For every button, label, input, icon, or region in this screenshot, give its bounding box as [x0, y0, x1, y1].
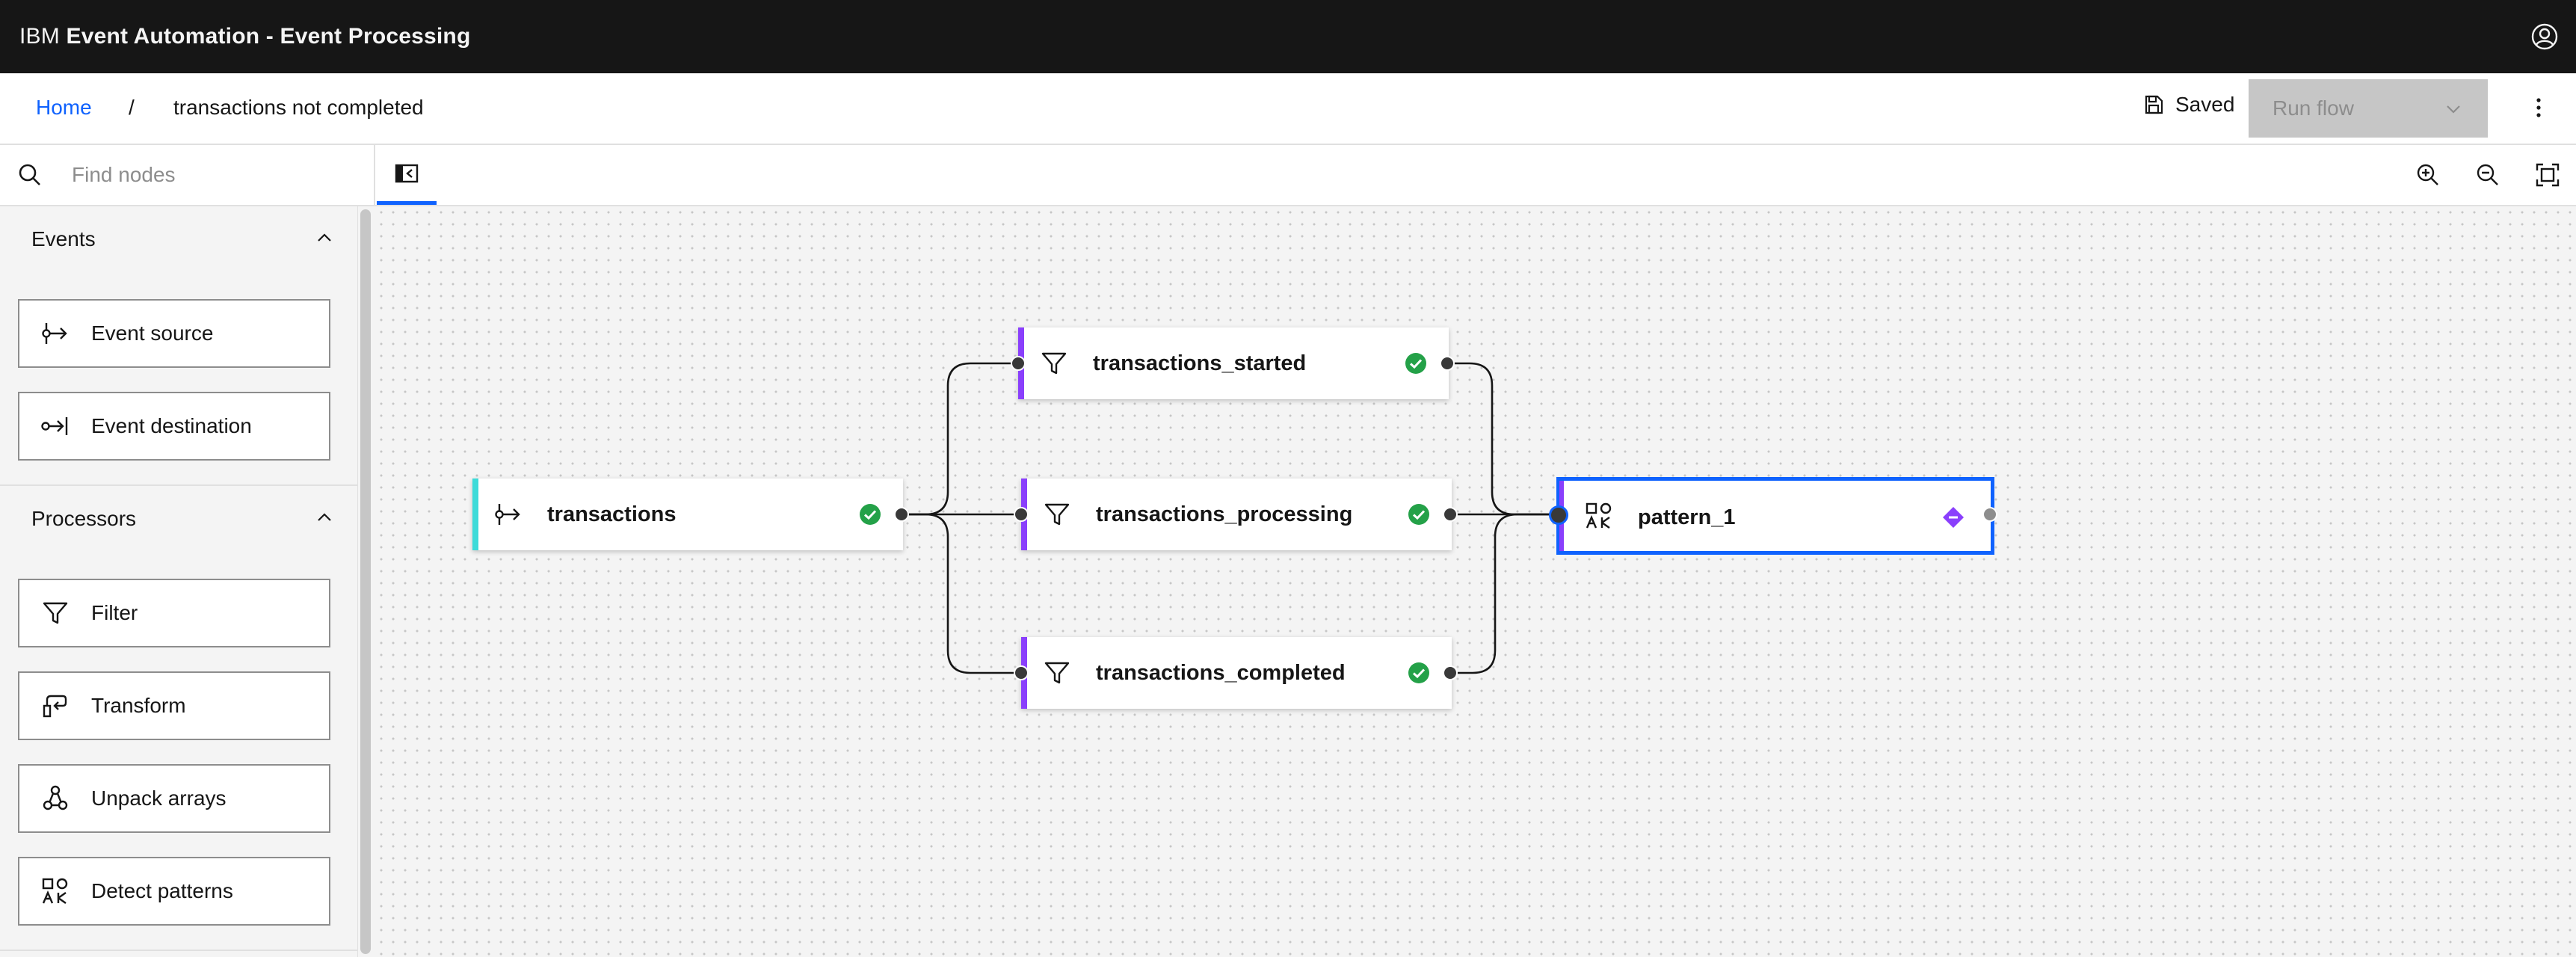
canvas-toolbar [0, 145, 2576, 206]
node-palette: Events Event source Event destination Pr… [0, 206, 357, 957]
flow-edges [903, 362, 1558, 674]
palette-item-label: Unpack arrays [91, 787, 227, 810]
run-flow-button[interactable]: Run flow [2249, 79, 2488, 138]
edge-started-to-pattern [1449, 362, 1558, 516]
side-panel-close-icon [395, 164, 419, 182]
unpack-arrays-icon [39, 782, 72, 815]
user-profile-button[interactable] [2530, 22, 2560, 52]
flow-node-transactions-completed[interactable]: transactions_completed [1021, 637, 1452, 709]
node-search [0, 145, 375, 205]
fit-to-screen-button[interactable] [2533, 160, 2563, 190]
input-port[interactable] [1014, 665, 1029, 680]
checkmark-filled-icon [1405, 353, 1426, 374]
overflow-menu-button[interactable] [2524, 93, 2554, 123]
event-source-icon [492, 498, 525, 531]
palette-item-transform[interactable]: Transform [18, 671, 330, 740]
output-port[interactable] [1443, 507, 1458, 522]
checkmark-filled-icon [1408, 504, 1429, 525]
detect-patterns-icon [1583, 499, 1615, 532]
input-port[interactable] [1014, 507, 1029, 522]
chevron-down-icon [2447, 105, 2460, 114]
node-type-stripe [472, 478, 478, 550]
events-section-title: Events [31, 227, 96, 250]
chevron-up-icon [318, 233, 331, 241]
processors-section-title: Processors [31, 507, 137, 530]
toggle-palette-button[interactable] [377, 145, 437, 205]
search-input[interactable] [72, 159, 356, 191]
overflow-menu-icon [2536, 98, 2541, 117]
app-title: IBM Event Automation - Event Processing [19, 24, 470, 49]
palette-scrollbar-thumb[interactable] [360, 209, 371, 954]
zoom-out-button[interactable] [2473, 160, 2503, 190]
checkmark-filled-icon [1408, 662, 1429, 683]
node-label: transactions [547, 502, 677, 526]
palette-item-label: Transform [91, 694, 186, 717]
chevron-up-icon [318, 513, 331, 521]
output-port[interactable] [894, 507, 909, 522]
search-icon [19, 164, 40, 185]
output-port[interactable] [1982, 507, 1997, 522]
fit-to-screen-icon [2536, 163, 2560, 187]
flow-canvas[interactable]: transactions transactions_started trans [375, 206, 2576, 957]
palette-item-event-source[interactable]: Event source [18, 299, 330, 368]
incomplete-diamond-icon [1943, 507, 1964, 528]
user-avatar-icon [2531, 23, 2558, 50]
transform-icon [39, 689, 72, 722]
flow-node-transactions-started[interactable]: transactions_started [1018, 327, 1449, 399]
zoom-in-icon [2417, 164, 2438, 185]
filter-icon [1041, 498, 1073, 531]
node-label: transactions_started [1093, 351, 1307, 375]
palette-item-label: Event destination [91, 414, 252, 437]
edge-completed-to-pattern [1452, 513, 1558, 674]
palette-item-event-destination[interactable]: Event destination [18, 392, 330, 461]
zoom-in-button[interactable] [2413, 160, 2443, 190]
input-port[interactable] [1011, 356, 1026, 371]
detect-patterns-icon [39, 875, 72, 908]
input-port[interactable] [1549, 505, 1568, 525]
palette-item-unpack-arrays[interactable]: Unpack arrays [18, 764, 330, 833]
breadcrumb-separator: / [129, 96, 135, 119]
palette-item-label: Filter [91, 601, 138, 624]
node-label: pattern_1 [1638, 505, 1736, 529]
brand-prefix: IBM [19, 24, 60, 49]
section-divider [0, 484, 357, 486]
filter-icon [1041, 656, 1073, 689]
palette-item-detect-patterns[interactable]: Detect patterns [18, 857, 330, 926]
edge-transactions-to-completed [903, 513, 1023, 674]
filter-icon [39, 597, 72, 630]
node-label: transactions_processing [1096, 502, 1353, 526]
run-flow-label: Run flow [2273, 96, 2354, 120]
save-icon [2145, 95, 2163, 114]
processors-section-header[interactable]: Processors [0, 486, 357, 552]
section-divider [0, 950, 357, 951]
flow-name: transactions not completed [173, 96, 424, 119]
palette-item-label: Event source [91, 321, 214, 345]
edge-transactions-to-started [903, 362, 1020, 516]
zoom-out-icon [2477, 164, 2498, 185]
events-section-header[interactable]: Events [0, 206, 357, 272]
save-status: Saved [2142, 93, 2234, 117]
brand-name: Event Automation - Event Processing [66, 24, 471, 49]
flow-node-transactions-processing[interactable]: transactions_processing [1021, 478, 1452, 550]
palette-item-filter[interactable]: Filter [18, 579, 330, 647]
output-port[interactable] [1443, 665, 1458, 680]
saved-label: Saved [2175, 93, 2235, 116]
palette-item-label: Detect patterns [91, 879, 233, 902]
flow-node-pattern-1[interactable]: pattern_1 [1556, 477, 1994, 555]
event-destination-icon [39, 410, 72, 443]
filter-icon [1038, 347, 1070, 380]
title-bar: Home / transactions not completed Saved … [0, 73, 2576, 145]
node-label: transactions_completed [1096, 661, 1346, 685]
event-source-icon [39, 317, 72, 350]
output-port[interactable] [1440, 356, 1455, 371]
flow-node-transactions[interactable]: transactions [472, 478, 903, 550]
checkmark-filled-icon [860, 504, 881, 525]
app-header: IBM Event Automation - Event Processing [0, 0, 2576, 73]
breadcrumb-home-link[interactable]: Home [36, 96, 92, 119]
